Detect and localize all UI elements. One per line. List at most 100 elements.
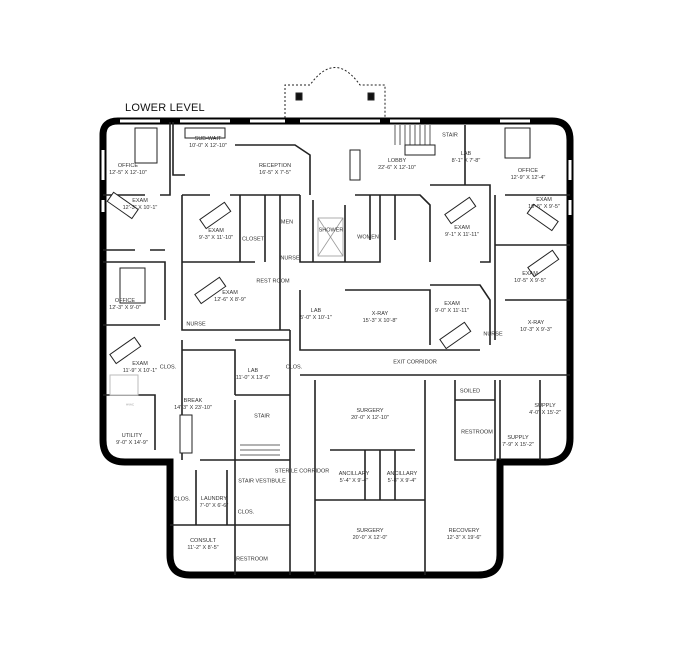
room-label-clos: CLOS. [174,497,191,504]
room-name: EXIT CORRIDOR [393,359,437,366]
room-label-clos: CLOS. [286,365,303,372]
room-name: EXAM [222,290,238,296]
room-name: STAIR [442,132,458,139]
windows [101,119,572,215]
room-name: CLOS. [285,364,303,371]
plan-title: LOWER LEVEL [125,102,205,114]
room-name: EXAM [208,228,224,234]
room-name: RESTROOM [461,429,493,436]
room-name: SURGERY [356,528,384,534]
room-name: ANCILLARY [338,471,370,477]
room-name: EXAM [132,198,148,204]
room-name: MEN [280,219,294,226]
room-name: ANCILLARY [386,471,418,477]
room-name: OFFICE [517,168,539,174]
room-name: RESTROOM [236,556,268,563]
room-name: BREAK [183,398,203,404]
room-name: EXAM [522,271,538,277]
room-name: CONSULT [190,538,216,544]
room-dimensions: 14'-3" X 23'-10" [174,405,212,411]
room-name: EXAM [132,361,148,367]
room-name: SUPPLY [534,403,556,409]
room-dimensions: 12'-5" X 12'-10" [109,170,147,176]
room-dimensions: 7'-0" X 6'-6" [199,503,229,509]
room-name: LOBBY [387,158,407,164]
room-label-clos: CLOS. [238,510,255,517]
room-dimensions: 15'-3" X 10'-8" [362,318,398,324]
interior-walls [103,122,570,575]
room-dimensions: 11'-2" X 8'-5" [187,545,219,551]
room-name: STERILE CORRIDOR [274,468,330,475]
room-dimensions: 22'-6" X 12'-10" [378,165,416,171]
room-dimensions: 9'-0" X 11'-11" [435,308,469,314]
room-name: SUPPLY [507,435,529,441]
room-name: LAUNDRY [200,496,228,502]
room-label-women: WOMEN [357,235,379,242]
room-label-men: MEN [281,220,293,227]
room-label-restroom: RESTROOM [236,557,268,564]
room-name: RECOVERY [448,528,480,534]
room-name: OFFICE [114,298,136,304]
room-name: SUB-WAIT [194,136,222,142]
room-dimensions: 10'-5" X 9'-5" [514,278,546,284]
entry-portico [284,67,386,118]
room-name: STAIR [254,413,270,420]
room-name: SURGERY [356,408,384,414]
room-dimensions: 12'-3" X 19'-6" [446,535,482,541]
room-label-shower: SHOWER [319,228,344,235]
room-dimensions: 8'-1" X 7'-8" [451,158,481,164]
room-name: WOMEN [357,234,379,241]
room-dimensions: 9'-3" X 11'-10" [198,235,234,241]
room-name: EXAM [536,197,552,203]
room-label-nurse: NURSE [186,322,205,329]
stair-treads [240,125,431,456]
exam-tables [106,191,560,365]
room-name: LAB [310,308,322,314]
room-name: STAIR VESTIBULE [238,478,286,485]
room-label-sterile-corridor: STERILE CORRIDOR [275,469,329,476]
room-name: LAB [460,151,472,157]
room-dimensions: 5'-0" X 10'-1" [300,315,332,321]
furniture [109,127,531,454]
room-name: CLOS. [173,496,191,503]
room-name: UTILITY [121,433,143,439]
room-name: CLOS. [237,509,255,516]
room-label-restroom: RESTROOM [461,430,493,437]
room-name: EXAM [444,301,460,307]
room-name: NURSE [186,321,206,328]
room-dimensions: 10'-5" X 9'-5" [528,204,560,210]
room-name: LAB [247,368,259,374]
room-label-soiled: SOILED [460,389,480,396]
room-dimensions: 12'-3" X 10'-1" [122,205,158,211]
room-dimensions: 11'-0" X 13'-6" [235,375,271,381]
room-dimensions: 10'-0" X 12'-10" [189,143,227,149]
room-dimensions: 9'-1" X 11'-11" [445,232,479,238]
room-name: NURSE [483,331,503,338]
hvac-label: HVAC [125,402,135,407]
room-dimensions: 12'-9" X 12'-4" [510,175,546,181]
room-name: X-RAY [371,311,389,317]
room-dimensions: 5'-4" X 9'-4" [339,478,369,484]
room-label-clos: CLOS. [160,365,177,372]
room-label-nurse: NURSE [483,332,502,339]
room-name: SHOWER [318,227,344,234]
room-dimensions: 7'-9" X 15'-2" [502,442,534,448]
